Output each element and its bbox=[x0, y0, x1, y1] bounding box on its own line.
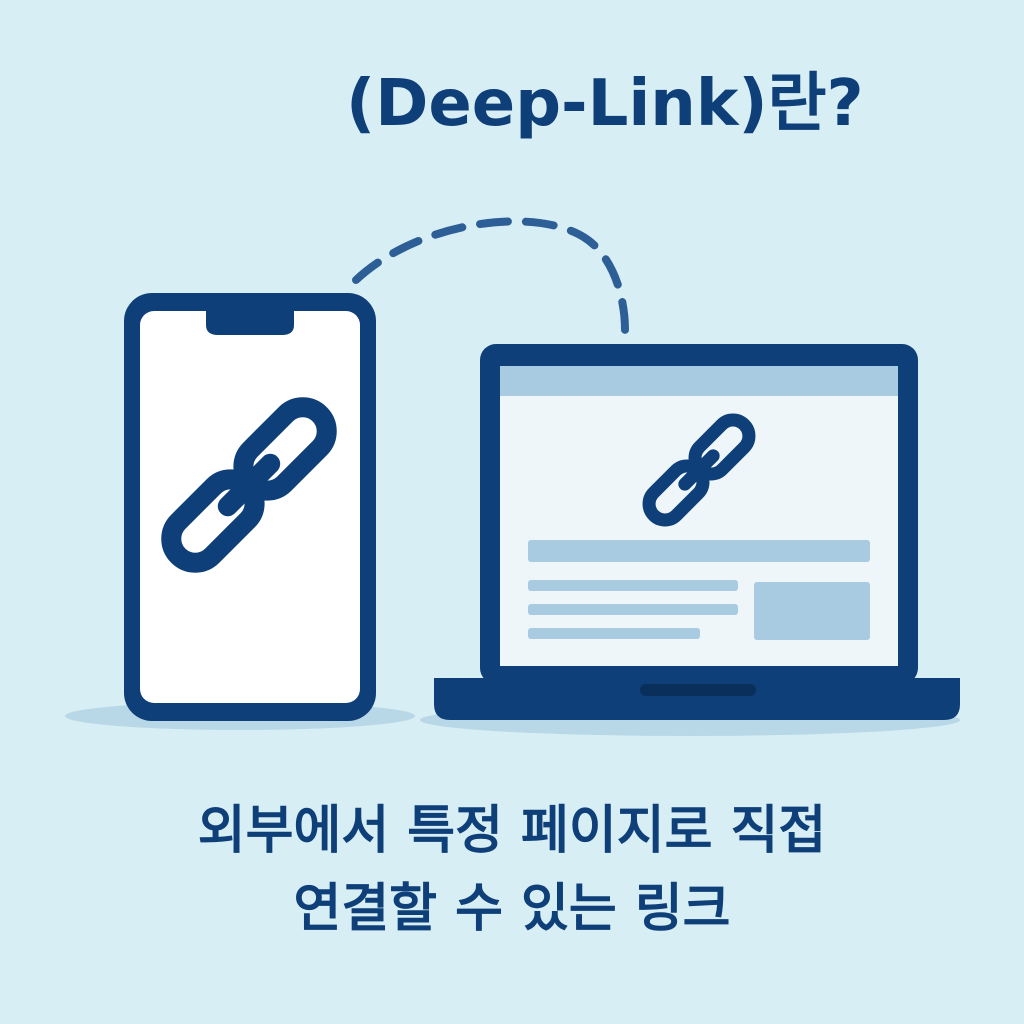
content-text-line bbox=[528, 604, 738, 615]
content-text-line bbox=[528, 580, 738, 591]
page-title: (Deep-Link)란? bbox=[346, 67, 864, 141]
content-text-line bbox=[528, 628, 700, 639]
laptop-base bbox=[434, 678, 960, 720]
content-heading-bar bbox=[528, 540, 870, 562]
link-icon bbox=[642, 413, 756, 527]
laptop-trackpad-notch bbox=[640, 684, 756, 696]
laptop bbox=[434, 344, 960, 720]
caption-line-2: 연결할 수 있는 링크 bbox=[293, 879, 731, 939]
connection-dashed-arc bbox=[352, 217, 629, 334]
link-icon bbox=[161, 397, 337, 573]
browser-bar bbox=[500, 366, 898, 396]
phone-notch bbox=[206, 311, 294, 335]
caption-line-1: 외부에서 특정 페이지로 직접 bbox=[197, 801, 827, 861]
content-image-placeholder bbox=[754, 582, 870, 640]
